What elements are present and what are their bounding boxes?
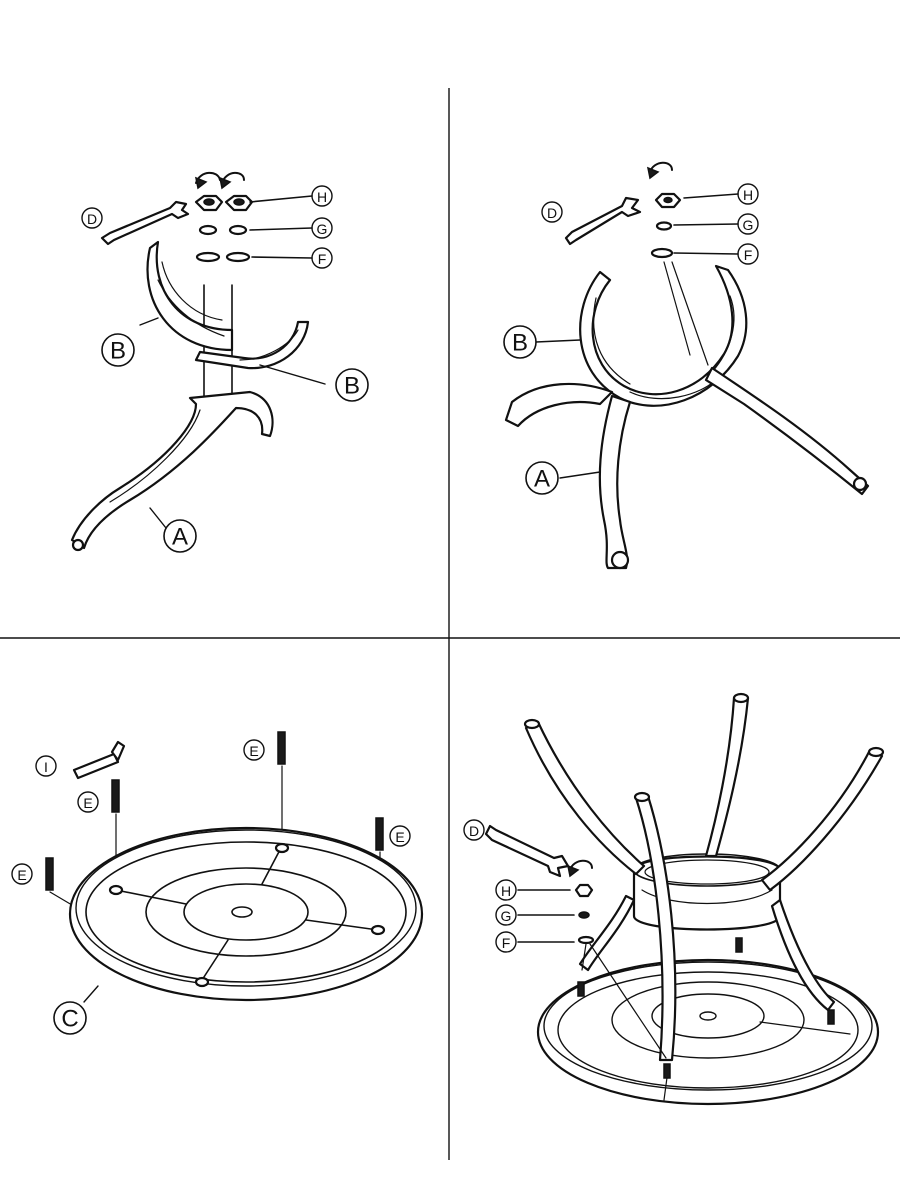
lock-washer-icon (655, 221, 673, 231)
label-b: B (335, 368, 369, 402)
label-i: I (35, 755, 57, 777)
svg-text:G: G (501, 908, 512, 924)
label-a: A (163, 519, 197, 553)
label-a: A (525, 461, 559, 495)
wrench-icon (564, 196, 642, 246)
label-e: E (11, 863, 33, 885)
svg-text:H: H (501, 883, 511, 899)
svg-text:D: D (547, 205, 557, 221)
panel-step-4: D H G F (463, 692, 885, 1106)
label-d: D (81, 207, 103, 229)
svg-text:G: G (317, 221, 328, 237)
leg-foot (523, 692, 885, 803)
lock-washer-icon (578, 911, 590, 919)
label-d: D (463, 819, 485, 841)
svg-text:I: I (44, 759, 48, 775)
label-h: H (311, 185, 333, 207)
svg-text:B: B (344, 373, 360, 400)
ring-segment-part (146, 240, 234, 352)
label-b: B (503, 325, 537, 359)
label-b: B (101, 333, 135, 367)
hex-key-icon (72, 740, 126, 780)
wrench-icon (100, 200, 190, 246)
label-f: F (495, 931, 517, 953)
nut-icon (654, 192, 682, 209)
label-g: G (495, 904, 517, 926)
flat-washer-icon (577, 935, 595, 945)
svg-text:D: D (87, 211, 97, 227)
nut-icon (194, 194, 254, 212)
label-f: F (737, 243, 759, 265)
svg-text:F: F (318, 251, 327, 267)
lock-washer-icon (198, 224, 248, 236)
label-f: F (311, 247, 333, 269)
nut-icon (574, 883, 594, 898)
flat-washer-icon (195, 251, 251, 263)
tabletop-part (68, 826, 424, 1002)
ring-segment-part (194, 320, 310, 370)
label-h: H (737, 183, 759, 205)
label-g: G (311, 217, 333, 239)
mounting-boss (108, 842, 386, 988)
rotate-arrow-icon (646, 161, 673, 180)
panel-step-1: D H G F B B A (70, 171, 369, 553)
tabletop-part (536, 958, 880, 1106)
svg-text:E: E (249, 743, 258, 759)
panel-step-3: I E E E E C (11, 731, 424, 1035)
panel-step-2: D H G F B A (503, 161, 870, 570)
rotate-arrow-icon (566, 859, 593, 878)
svg-text:A: A (172, 524, 188, 551)
label-d: D (541, 201, 563, 223)
table-leg-part (524, 696, 884, 1062)
svg-text:C: C (61, 1006, 78, 1033)
svg-text:F: F (744, 247, 753, 263)
svg-text:E: E (395, 829, 404, 845)
wrench-icon (484, 824, 570, 878)
svg-text:F: F (502, 935, 511, 951)
svg-text:B: B (110, 338, 126, 365)
label-h: H (495, 879, 517, 901)
flat-washer-icon (650, 247, 674, 259)
svg-text:D: D (469, 823, 479, 839)
table-leg-part (70, 390, 274, 552)
label-e: E (77, 791, 99, 813)
svg-text:E: E (83, 795, 92, 811)
label-e: E (243, 739, 265, 761)
threaded-stud-icon (45, 731, 384, 891)
label-g: G (737, 213, 759, 235)
label-e: E (389, 825, 411, 847)
label-c: C (53, 1001, 87, 1035)
svg-text:E: E (17, 867, 26, 883)
svg-text:B: B (512, 330, 528, 357)
rotate-arrow-icon (194, 171, 245, 190)
svg-text:G: G (743, 217, 754, 233)
svg-text:A: A (534, 466, 550, 493)
svg-text:H: H (743, 187, 753, 203)
svg-text:H: H (317, 189, 327, 205)
